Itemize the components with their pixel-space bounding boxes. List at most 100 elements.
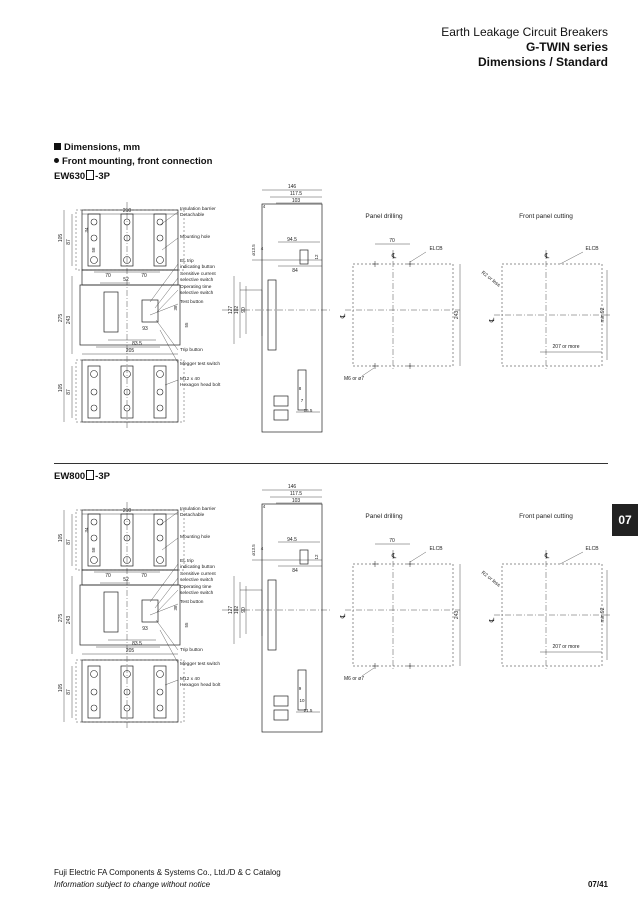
callout-label: Hexagon head bolt	[180, 682, 221, 688]
callout-label: Mounting hole	[180, 234, 210, 240]
callout-label: Operating time	[180, 284, 212, 290]
leader-line	[164, 679, 179, 686]
terminal-bolt	[90, 534, 98, 542]
terminal-bolt	[156, 234, 164, 242]
terminal-bar	[87, 365, 101, 419]
terminal-bolt	[90, 388, 98, 396]
terminal-bar	[87, 213, 101, 267]
dimension-label: 243	[66, 616, 72, 625]
dimension-label: 83.5	[132, 641, 142, 647]
dimension-label: 84	[292, 268, 298, 274]
breaker-cover	[81, 269, 179, 286]
terminal-bolt	[90, 556, 98, 564]
section-heading: Dimensions, mm	[54, 142, 140, 153]
breaker-body	[79, 584, 181, 646]
terminal-bolt	[156, 388, 164, 396]
terminal-bolt	[156, 518, 164, 526]
dimension-label: 38	[173, 305, 178, 311]
page-number: 07/41	[587, 880, 608, 889]
dimension-label: min.92	[600, 607, 606, 622]
box-placeholder-icon	[86, 170, 95, 180]
dimension-label: 117.5	[290, 491, 302, 497]
dimension-label: 103	[292, 198, 301, 204]
dimension-label: 146	[288, 484, 297, 490]
leader-line	[559, 251, 584, 265]
dimension-label: 52	[123, 277, 129, 283]
callout-label: Megger test switch	[180, 361, 220, 367]
callout-label: selective switch	[180, 577, 214, 583]
insulation-barrier	[75, 659, 185, 723]
insulation-barrier	[75, 209, 185, 271]
leader-line	[155, 319, 179, 351]
dimension-label: 87	[66, 239, 72, 245]
model-label-1: EW630-3P	[54, 170, 110, 182]
dimension-label: 127	[228, 606, 234, 615]
chapter-tab[interactable]: 07	[612, 504, 638, 536]
insulation-barrier	[75, 359, 185, 423]
panel-drilling-outline	[352, 563, 454, 667]
dimension-label: ℄	[544, 253, 550, 260]
terminal-bolt	[156, 218, 164, 226]
dimension-label: 21.5	[304, 708, 313, 713]
terminal-bolt	[123, 704, 131, 712]
leader-line	[154, 577, 179, 609]
dimension-label: 12	[314, 254, 319, 260]
dimension-label: 8	[299, 386, 302, 391]
test-switch-panel	[141, 299, 159, 323]
callout-label: Trip button	[180, 647, 203, 653]
breaker-body	[79, 284, 181, 346]
footer-company: Fuji Electric FA Components & Systems Co…	[54, 868, 281, 877]
leader-line	[154, 277, 179, 309]
terminal-bolt	[156, 370, 164, 378]
callout-label: EL trip	[180, 558, 194, 564]
terminal-bar	[87, 665, 101, 719]
callout-label: Mounting hole	[180, 534, 210, 540]
dimension-label: 105	[58, 684, 64, 693]
terminal-bolt	[123, 404, 131, 412]
dimension-label: 7	[301, 398, 304, 403]
terminal-bolt	[123, 670, 131, 678]
dimension-label: 4	[261, 546, 264, 551]
dimension-label: 70	[105, 573, 111, 579]
terminal-bolt	[90, 688, 98, 696]
callout-label: Hexagon head bolt	[180, 382, 221, 388]
front-panel-cutting-title: Front panel cutting	[519, 213, 573, 220]
terminal-bolt	[90, 256, 98, 264]
dimension-label: M6 or ø7	[344, 676, 364, 682]
insulation-barrier	[75, 509, 185, 571]
dimension-label: 52	[123, 577, 129, 583]
side-terminal	[299, 249, 309, 265]
dimension-label: 70	[105, 273, 111, 279]
terminal-bolt	[90, 518, 98, 526]
dimension-label: 16.5	[304, 408, 313, 413]
leader-line	[149, 603, 179, 616]
leader-line	[409, 551, 427, 563]
callout-label: selective switch	[180, 277, 214, 283]
panel-drilling-title: Panel drilling	[365, 513, 403, 520]
dimension-label: 84	[292, 568, 298, 574]
terminal-bar	[120, 665, 134, 719]
side-terminal	[297, 669, 307, 711]
dimension-label: 34	[84, 527, 89, 533]
dimension-label: 90	[241, 607, 247, 613]
dimension-label: ℄	[544, 553, 550, 560]
leader-line	[149, 563, 179, 603]
terminal-bolt	[123, 688, 131, 696]
leader-line	[161, 237, 179, 251]
dimension-label: 70	[141, 573, 147, 579]
leader-line	[159, 211, 179, 226]
dimension-label: ELCB	[429, 546, 443, 552]
dimension-label: 243	[454, 611, 460, 620]
callout-label: EL trip	[180, 258, 194, 264]
callout-label: Sensitive current	[180, 271, 216, 277]
leader-line	[361, 367, 375, 377]
dimension-label: 275	[58, 314, 64, 323]
callout-label: indicating button	[180, 564, 215, 570]
dimension-label: ℄	[340, 613, 347, 619]
side-stud	[273, 695, 289, 707]
dimension-label: 4	[263, 504, 266, 509]
callout-label: Insulation barrier	[180, 506, 216, 512]
dimension-label: 207 or more	[553, 644, 580, 650]
terminal-bolt	[90, 218, 98, 226]
